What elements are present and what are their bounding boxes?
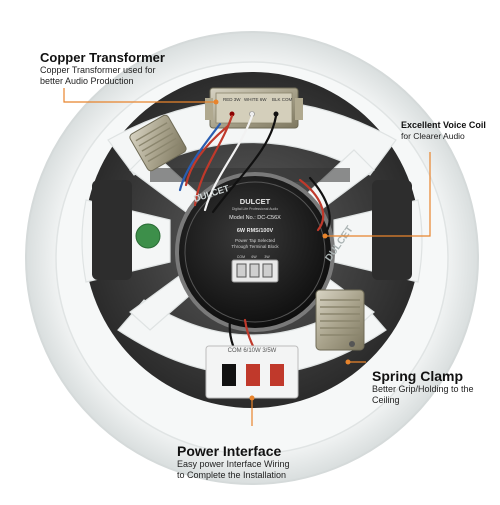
magnet-ring [184, 181, 326, 323]
magnet-brand-tagline: Digital Life Professional Audio [232, 207, 278, 211]
leader-dot-coil [322, 233, 328, 239]
callout-desc-line: Better Grip/Holding to the [372, 384, 474, 394]
callout-copper-transformer: Copper Transformer Copper Transformer us… [40, 50, 165, 87]
tap-label-3w: 3W [264, 255, 270, 259]
callout-title: Excellent Voice Coil [401, 120, 486, 130]
magnet [175, 172, 335, 332]
spring-clamp-left [129, 114, 187, 172]
callout-title: Power Interface [177, 443, 282, 459]
tap-slot-6w[interactable] [249, 263, 260, 278]
terminal-6w[interactable] [246, 364, 260, 386]
tap-label-com: COM [237, 255, 245, 259]
callout-desc-line: Easy power Interface Wiring [177, 459, 290, 469]
leader-dot-copper [213, 99, 219, 105]
callout-desc-line: Ceiling [372, 395, 400, 405]
capacitor [135, 223, 161, 249]
magnet-brand: DULCET [240, 197, 271, 206]
callout-desc-line: for Clearer Audio [401, 131, 465, 141]
callout-description: Copper Transformer used for better Audio… [40, 65, 165, 87]
cone-window-left [92, 180, 132, 280]
tap-label-6w: 6W [251, 255, 257, 259]
transformer-label-white: WHITE 6W [244, 97, 267, 102]
copper-transformer: RED 3W WHITE 6W BLK COM [205, 87, 303, 129]
tap-slot-com[interactable] [236, 263, 247, 278]
callout-lines [63, 88, 431, 426]
speaker-wires [178, 114, 331, 364]
magnet-tap-note-2: Through Terminal Block [231, 244, 279, 249]
transformer-label-blk: BLK COM [272, 97, 293, 102]
callout-description: Better Grip/Holding to the Ceiling [372, 384, 474, 406]
leader-voice-coil [325, 152, 431, 237]
terminal-labels: COM 6/10W 3/5W [228, 348, 277, 354]
callout-description: Easy power Interface Wiring to Complete … [177, 459, 290, 481]
callout-spring-clamp: Spring Clamp Better Grip/Holding to the … [372, 368, 474, 406]
terminal-com[interactable] [222, 364, 236, 386]
callout-description: for Clearer Audio [401, 131, 486, 141]
leader-dot-spring [345, 359, 351, 365]
callout-desc-line: better Audio Production [40, 76, 134, 86]
terminal-3w[interactable] [270, 364, 284, 386]
cone-window-right [372, 180, 412, 280]
magnet-model: Model No.: DC-C56X [229, 215, 281, 221]
tap-slot-3w[interactable] [262, 263, 273, 278]
magnet-tap-note-1: Power Tap Selected [235, 238, 275, 243]
transformer-label-red: RED 3W [223, 97, 241, 102]
magnet-power: 6W RMS/100V [237, 228, 274, 234]
callout-power-interface: Power Interface Easy power Interface Wir… [177, 443, 290, 481]
callout-desc-line: Copper Transformer used for [40, 65, 156, 75]
callout-title: Copper Transformer [40, 50, 165, 65]
leader-dot-power [249, 395, 255, 401]
power-terminal: COM 6/10W 3/5W [205, 345, 299, 399]
callout-voice-coil: Excellent Voice Coil for Clearer Audio [401, 120, 486, 141]
leader-copper-transformer [63, 88, 216, 103]
callout-desc-line: to Complete the Installation [177, 470, 287, 480]
spring-clamp-right [315, 289, 365, 351]
callout-title: Spring Clamp [372, 368, 464, 384]
